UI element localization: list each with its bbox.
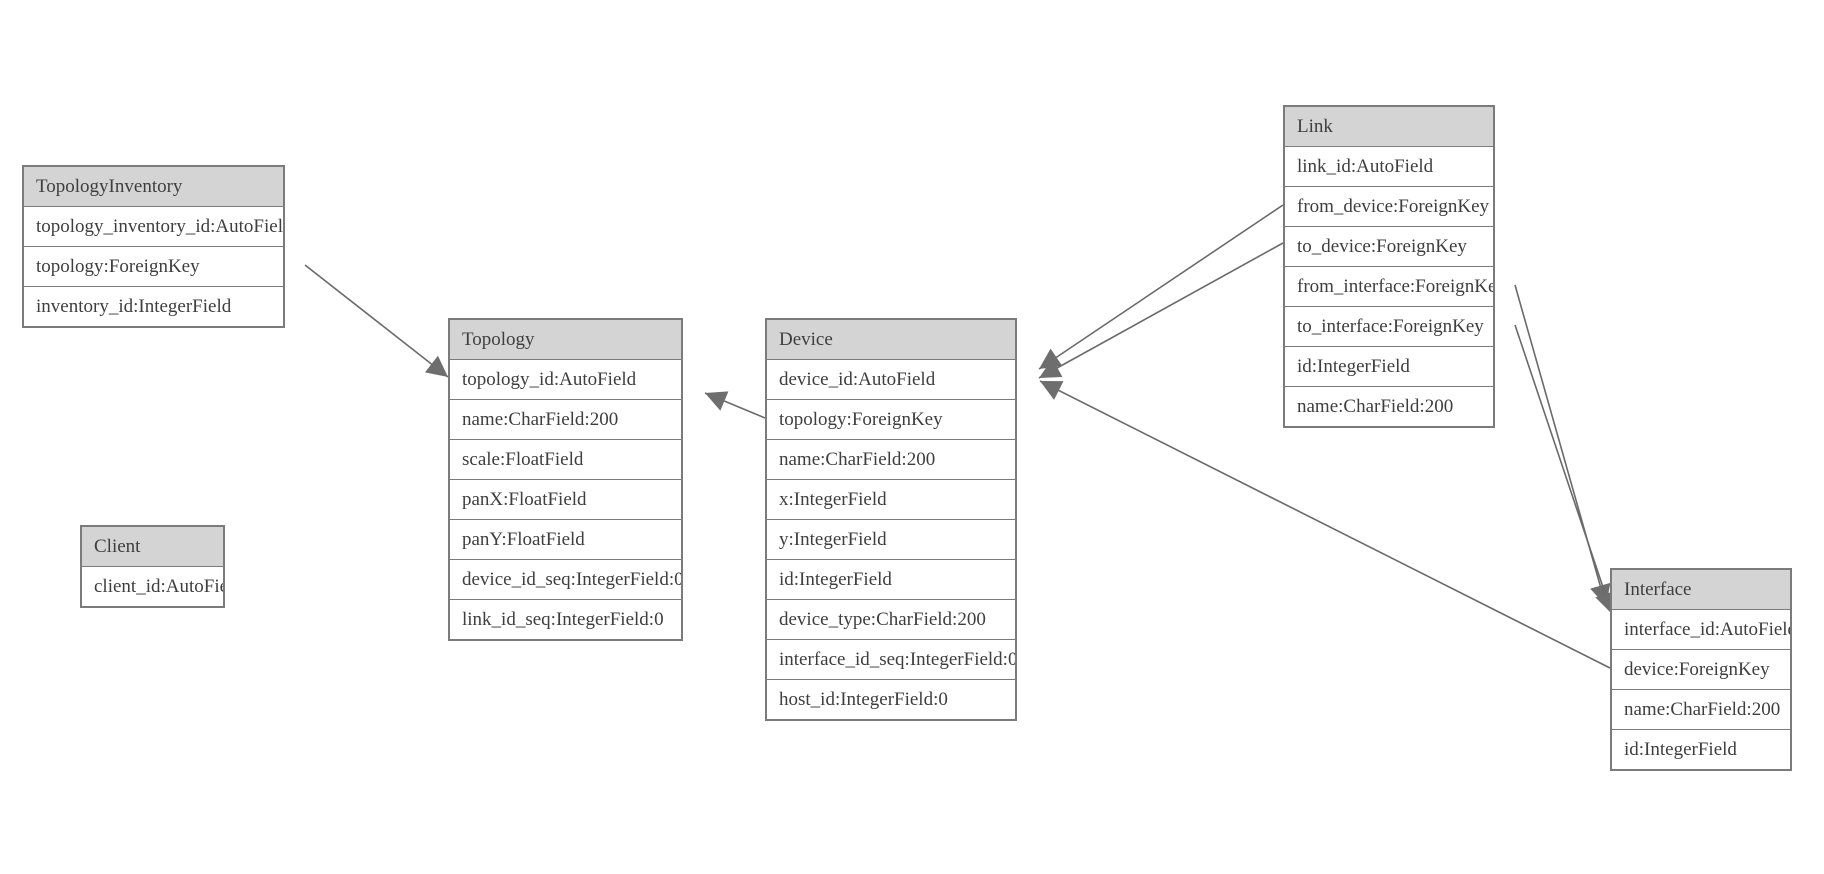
- entity-field: link_id:AutoField: [1285, 147, 1493, 187]
- entity-field: host_id:IntegerField:0: [767, 680, 1015, 719]
- entity-field: panX:FloatField: [450, 480, 681, 520]
- entity-field: device:ForeignKey: [1612, 650, 1790, 690]
- entity-field: to_interface:ForeignKey: [1285, 307, 1493, 347]
- entity-field: scale:FloatField: [450, 440, 681, 480]
- entity-field: id:IntegerField: [1285, 347, 1493, 387]
- entity-title: Device: [767, 320, 1015, 360]
- entity-title: TopologyInventory: [24, 167, 283, 207]
- entity-field: id:IntegerField: [767, 560, 1015, 600]
- entity-device: Device device_id:AutoField topology:Fore…: [765, 318, 1017, 721]
- edge-device-topology: [704, 391, 766, 419]
- entity-field: from_interface:ForeignKey: [1285, 267, 1493, 307]
- edge-link-fromdevice-device: [1038, 204, 1284, 370]
- entity-field: name:CharField:200: [1612, 690, 1790, 730]
- edge-topologyinventory-topology: [304, 264, 449, 378]
- entity-field: from_device:ForeignKey: [1285, 187, 1493, 227]
- entity-field: interface_id_seq:IntegerField:0: [767, 640, 1015, 680]
- entity-title: Client: [82, 527, 223, 567]
- entity-interface: Interface interface_id:AutoField device:…: [1610, 568, 1792, 771]
- entity-field: name:CharField:200: [1285, 387, 1493, 426]
- entity-field: topology:ForeignKey: [24, 247, 283, 287]
- entity-title: Link: [1285, 107, 1493, 147]
- entity-field: device_id:AutoField: [767, 360, 1015, 400]
- entity-field: device_id_seq:IntegerField:0: [450, 560, 681, 600]
- edge-interface-device-device: [1039, 380, 1611, 669]
- entity-field: id:IntegerField: [1612, 730, 1790, 769]
- entity-field: topology:ForeignKey: [767, 400, 1015, 440]
- entity-link: Link link_id:AutoField from_device:Forei…: [1283, 105, 1495, 428]
- entity-topology: Topology topology_id:AutoField name:Char…: [448, 318, 683, 641]
- entity-field: x:IntegerField: [767, 480, 1015, 520]
- entity-field: topology_inventory_id:AutoField: [24, 207, 283, 247]
- entity-client: Client client_id:AutoField: [80, 525, 225, 608]
- entity-field: client_id:AutoField: [82, 567, 223, 606]
- entity-field: name:CharField:200: [767, 440, 1015, 480]
- entity-field: device_type:CharField:200: [767, 600, 1015, 640]
- entity-field: link_id_seq:IntegerField:0: [450, 600, 681, 639]
- entity-field: to_device:ForeignKey: [1285, 227, 1493, 267]
- entity-field: y:IntegerField: [767, 520, 1015, 560]
- entity-field: name:CharField:200: [450, 400, 681, 440]
- entity-field: interface_id:AutoField: [1612, 610, 1790, 650]
- entity-topology-inventory: TopologyInventory topology_inventory_id:…: [22, 165, 285, 328]
- entity-field: panY:FloatField: [450, 520, 681, 560]
- edge-link-tointerface-interface: [1514, 324, 1616, 615]
- entity-title: Interface: [1612, 570, 1790, 610]
- entity-field: topology_id:AutoField: [450, 360, 681, 400]
- entity-field: inventory_id:IntegerField: [24, 287, 283, 326]
- entity-title: Topology: [450, 320, 681, 360]
- edge-link-todevice-device: [1038, 242, 1284, 379]
